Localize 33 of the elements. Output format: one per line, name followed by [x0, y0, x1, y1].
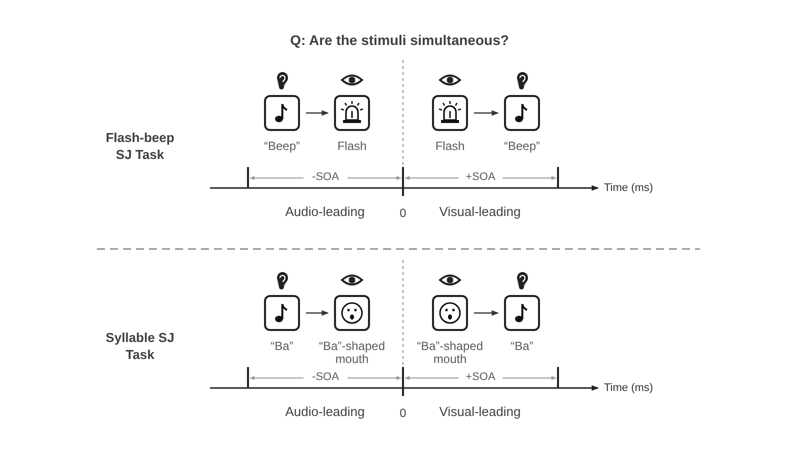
stimulus-caption: “Beep”: [262, 140, 302, 153]
stimulus-box: [504, 95, 540, 131]
stimulus-caption: Flash: [336, 140, 368, 153]
arrow: [474, 310, 499, 316]
zero-label: 0: [398, 206, 408, 220]
condition-label: Visual-leading: [438, 205, 522, 219]
stimulus-box: [264, 95, 300, 131]
task-label: Flash-beep SJ Task: [104, 129, 176, 163]
soa-label: -SOA: [311, 370, 340, 384]
stimulus-box: [334, 295, 370, 331]
condition-label: Audio-leading: [284, 405, 366, 419]
arrow: [306, 310, 329, 316]
stimulus-caption: “Beep”: [502, 140, 542, 153]
stimulus-caption: Flash: [434, 140, 466, 153]
stimulus-box: [504, 295, 540, 331]
stimulus-box: [334, 95, 370, 131]
title: Q: Are the stimuli simultaneous?: [289, 33, 510, 47]
soa-label: +SOA: [464, 370, 496, 384]
stimulus-caption: “Ba”-shaped mouth: [318, 340, 386, 366]
stimulus-box: [432, 295, 468, 331]
axis-label: Time (ms): [604, 181, 654, 195]
condition-label: Audio-leading: [284, 205, 366, 219]
stimulus-box: [264, 295, 300, 331]
arrow: [474, 110, 499, 116]
soa-label: -SOA: [311, 170, 340, 184]
task-label: Syllable SJ Task: [104, 329, 176, 363]
zero-label: 0: [398, 406, 408, 420]
stimulus-caption: “Ba”-shaped mouth: [416, 340, 484, 366]
arrow: [306, 110, 329, 116]
soa-label: +SOA: [464, 170, 496, 184]
condition-label: Visual-leading: [438, 405, 522, 419]
stimulus-box: [432, 95, 468, 131]
axis-label: Time (ms): [604, 381, 654, 395]
